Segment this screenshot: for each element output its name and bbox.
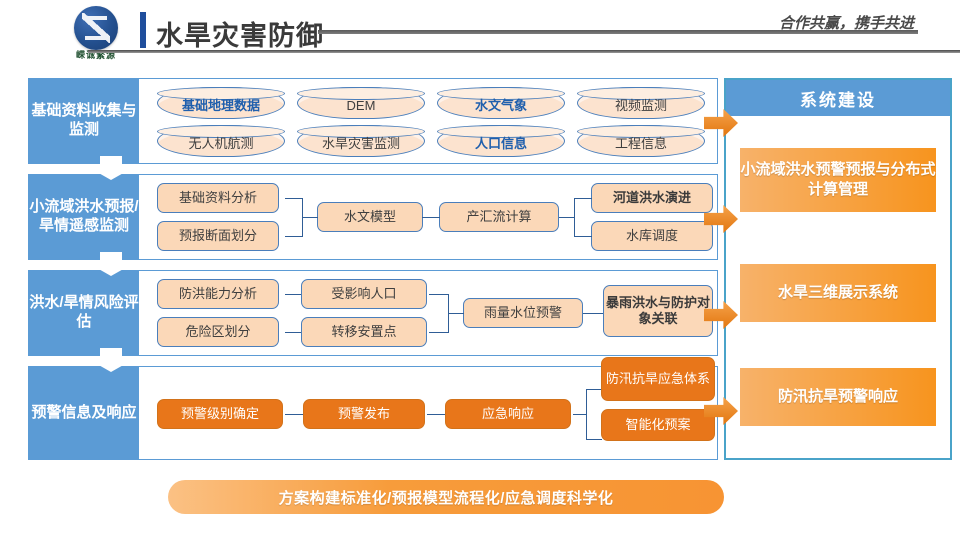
flow-row-3: 洪水/旱情风险评估 防洪能力分析 危险区划分 受影响人口 转移安置点 雨量水位预…: [28, 270, 738, 356]
node-river-flood-routing[interactable]: 河道洪水演进: [591, 183, 713, 213]
header-slogan: 合作共赢，携手共进: [778, 15, 914, 32]
node-emergency-response[interactable]: 应急响应: [445, 399, 571, 429]
flow-row-2-label: 小流域洪水预报/旱情遥感监测: [29, 175, 139, 259]
node-base-geo-data[interactable]: 基础地理数据: [156, 86, 286, 119]
flow-row-3-body: 防洪能力分析 危险区划分 受影响人口 转移安置点 雨量水位预警 暴雨洪水与防护对…: [139, 271, 717, 355]
node-forecast-section-division[interactable]: 预报断面划分: [157, 221, 279, 251]
flow-row-1-body: 基础地理数据 DEM 水文气象 视频监测 无人机航测 水旱灾害监测 人口信息 工…: [139, 79, 717, 163]
node-engineering-info[interactable]: 工程信息: [576, 124, 706, 157]
flow-row-1: 基础资料收集与监测 基础地理数据 DEM 水文气象 视频监测 无人机航测 水旱灾…: [28, 78, 738, 164]
panel-item-small-basin-forecast[interactable]: 小流域洪水预警预报与分布式计算管理: [740, 148, 936, 212]
node-uav-survey[interactable]: 无人机航测: [156, 124, 286, 157]
flow-row-4: 预警信息及响应 预警级别确定 预警发布 应急响应 防汛抗旱应急体系 智能化预案: [28, 357, 738, 460]
flow-row-1-label: 基础资料收集与监测: [29, 79, 139, 163]
flow-row-3-label: 洪水/旱情风险评估: [29, 271, 139, 355]
node-affected-population[interactable]: 受影响人口: [301, 279, 427, 309]
node-alert-release[interactable]: 预警发布: [303, 399, 425, 429]
panel-item-alert-response[interactable]: 防汛抗旱预警响应: [740, 368, 936, 426]
node-hazard-zone-division[interactable]: 危险区划分: [157, 317, 279, 347]
node-flood-control-capacity[interactable]: 防洪能力分析: [157, 279, 279, 309]
flow-row-4-label: 预警信息及响应: [29, 367, 139, 459]
title-rule: [318, 30, 918, 34]
flow-row-2-body: 基础资料分析 预报断面划分 水文模型 产汇流计算 河道洪水演进 水库调度: [139, 175, 717, 259]
page-title: 水旱灾害防御: [156, 21, 324, 51]
node-storm-flood-protection-link[interactable]: 暴雨洪水与防护对象关联: [603, 285, 713, 337]
panel-title: 系统建设: [726, 80, 950, 116]
node-runoff-calculation[interactable]: 产汇流计算: [439, 202, 559, 232]
logo-company-name: 嵘诚繁源: [75, 50, 116, 60]
slide-header: 嵘诚繁源 水旱灾害防御 合作共赢，携手共进: [0, 0, 960, 62]
title-accent-bar: [140, 12, 146, 48]
flow-row-4-body: 预警级别确定 预警发布 应急响应 防汛抗旱应急体系 智能化预案: [139, 357, 717, 459]
node-reservoir-dispatch[interactable]: 水库调度: [591, 221, 713, 251]
node-hydrological-model[interactable]: 水文模型: [317, 202, 423, 232]
node-population-info[interactable]: 人口信息: [436, 124, 566, 157]
system-construction-panel: 系统建设 小流域洪水预警预报与分布式计算管理 水旱三维展示系统 防汛抗旱预警响应: [724, 78, 952, 460]
node-intelligent-plan[interactable]: 智能化预案: [601, 409, 715, 441]
panel-item-3d-display-system[interactable]: 水旱三维展示系统: [740, 264, 936, 322]
node-flood-drought-monitor[interactable]: 水旱灾害监测: [296, 124, 426, 157]
flow-row-2: 小流域洪水预报/旱情遥感监测 基础资料分析 预报断面划分 水文模型 产汇流计算 …: [28, 174, 738, 260]
node-rain-water-level-alert[interactable]: 雨量水位预警: [463, 298, 583, 328]
node-base-data-analysis[interactable]: 基础资料分析: [157, 183, 279, 213]
header-divider: [88, 50, 960, 53]
logo-mark-icon: [74, 6, 118, 50]
node-alert-level-determination[interactable]: 预警级别确定: [157, 399, 283, 429]
bottom-banner: 方案构建标准化/预报模型流程化/应急调度科学化: [168, 480, 724, 514]
node-video-monitor[interactable]: 视频监测: [576, 86, 706, 119]
node-dem[interactable]: DEM: [296, 86, 426, 119]
company-logo: 嵘诚繁源: [48, 4, 144, 60]
process-flow: 基础资料收集与监测 基础地理数据 DEM 水文气象 视频监测 无人机航测 水旱灾…: [28, 78, 738, 460]
node-flood-drought-emergency-system[interactable]: 防汛抗旱应急体系: [601, 357, 715, 401]
node-relocation-site[interactable]: 转移安置点: [301, 317, 427, 347]
node-hydro-meteo[interactable]: 水文气象: [436, 86, 566, 119]
